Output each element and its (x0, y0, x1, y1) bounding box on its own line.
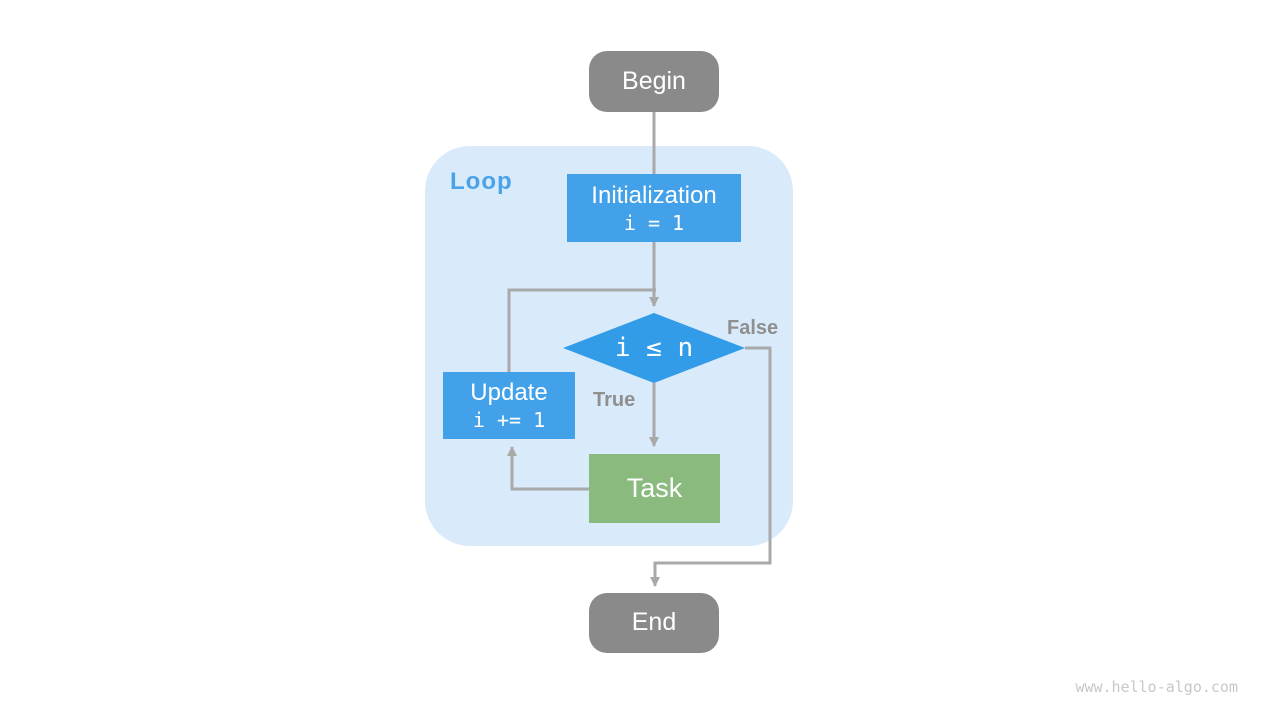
true-branch-label: True (593, 389, 636, 411)
condition-node-code: i ≤ n (614, 332, 694, 363)
begin-node-label: Begin (622, 66, 686, 95)
initialization-node: Initialization i = 1 (567, 174, 741, 242)
edge-cond-false-to-end (650, 346, 772, 587)
false-branch-label: False (727, 317, 779, 339)
update-node-code: i += 1 (472, 408, 546, 432)
initialization-node-title: Initialization (591, 181, 717, 209)
update-node-title: Update (470, 379, 548, 406)
initialization-node-code: i = 1 (623, 210, 685, 235)
edge-update-to-cond (507, 288, 656, 372)
update-node: Update i += 1 (443, 372, 575, 439)
edge-task-to-update (507, 446, 589, 491)
site-watermark: www.hello-algo.com (1075, 678, 1238, 696)
end-node: End (589, 593, 719, 653)
task-node-label: Task (626, 472, 683, 503)
loop-scope-label: Loop (450, 168, 513, 195)
end-node-label: End (631, 608, 677, 637)
task-node: Task (589, 454, 720, 523)
begin-node: Begin (589, 51, 719, 112)
